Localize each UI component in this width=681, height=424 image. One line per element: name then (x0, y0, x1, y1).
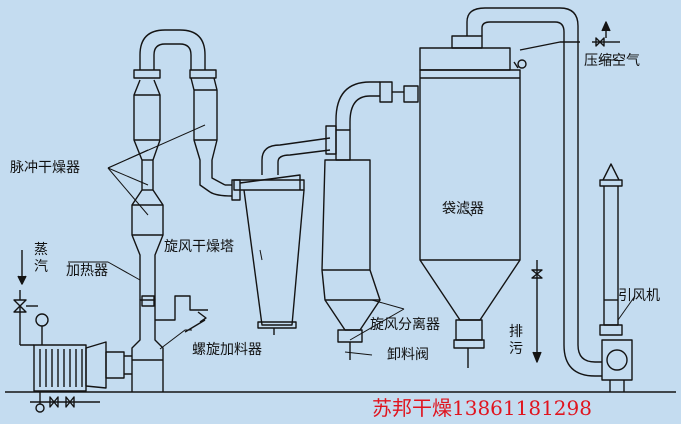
pulse-dryer-label: 脉冲干燥器 (10, 160, 80, 176)
induced-fan-label: 引风机 (618, 288, 660, 304)
discharge-valve-label: 卸料阀 (387, 347, 429, 363)
cyclone-dryer-tower (233, 125, 337, 335)
heater-unit (13, 250, 132, 413)
cyclone-separator (321, 81, 419, 360)
heater-label: 加热器 (66, 263, 108, 279)
leader-lines (68, 59, 636, 356)
pulse-dryer-column (131, 29, 241, 392)
compressed-air-label: 压缩空气 (584, 53, 640, 69)
cyclone-separator-label: 旋风分离器 (370, 317, 440, 333)
induced-fan-stack (599, 163, 633, 392)
exhaust-label: 排污 (509, 324, 523, 357)
steam-label: 蒸汽 (34, 242, 48, 275)
exhaust-duct (466, 7, 620, 377)
bag-filter (419, 35, 580, 368)
bag-filter-label: 袋滤器 (442, 201, 484, 217)
screw-feeder-label: 螺旋加料器 (192, 342, 262, 358)
watermark-text: 苏邦干燥13861181298 (372, 396, 592, 420)
cyclone-dryer-tower-label: 旋风干燥塔 (164, 239, 234, 255)
